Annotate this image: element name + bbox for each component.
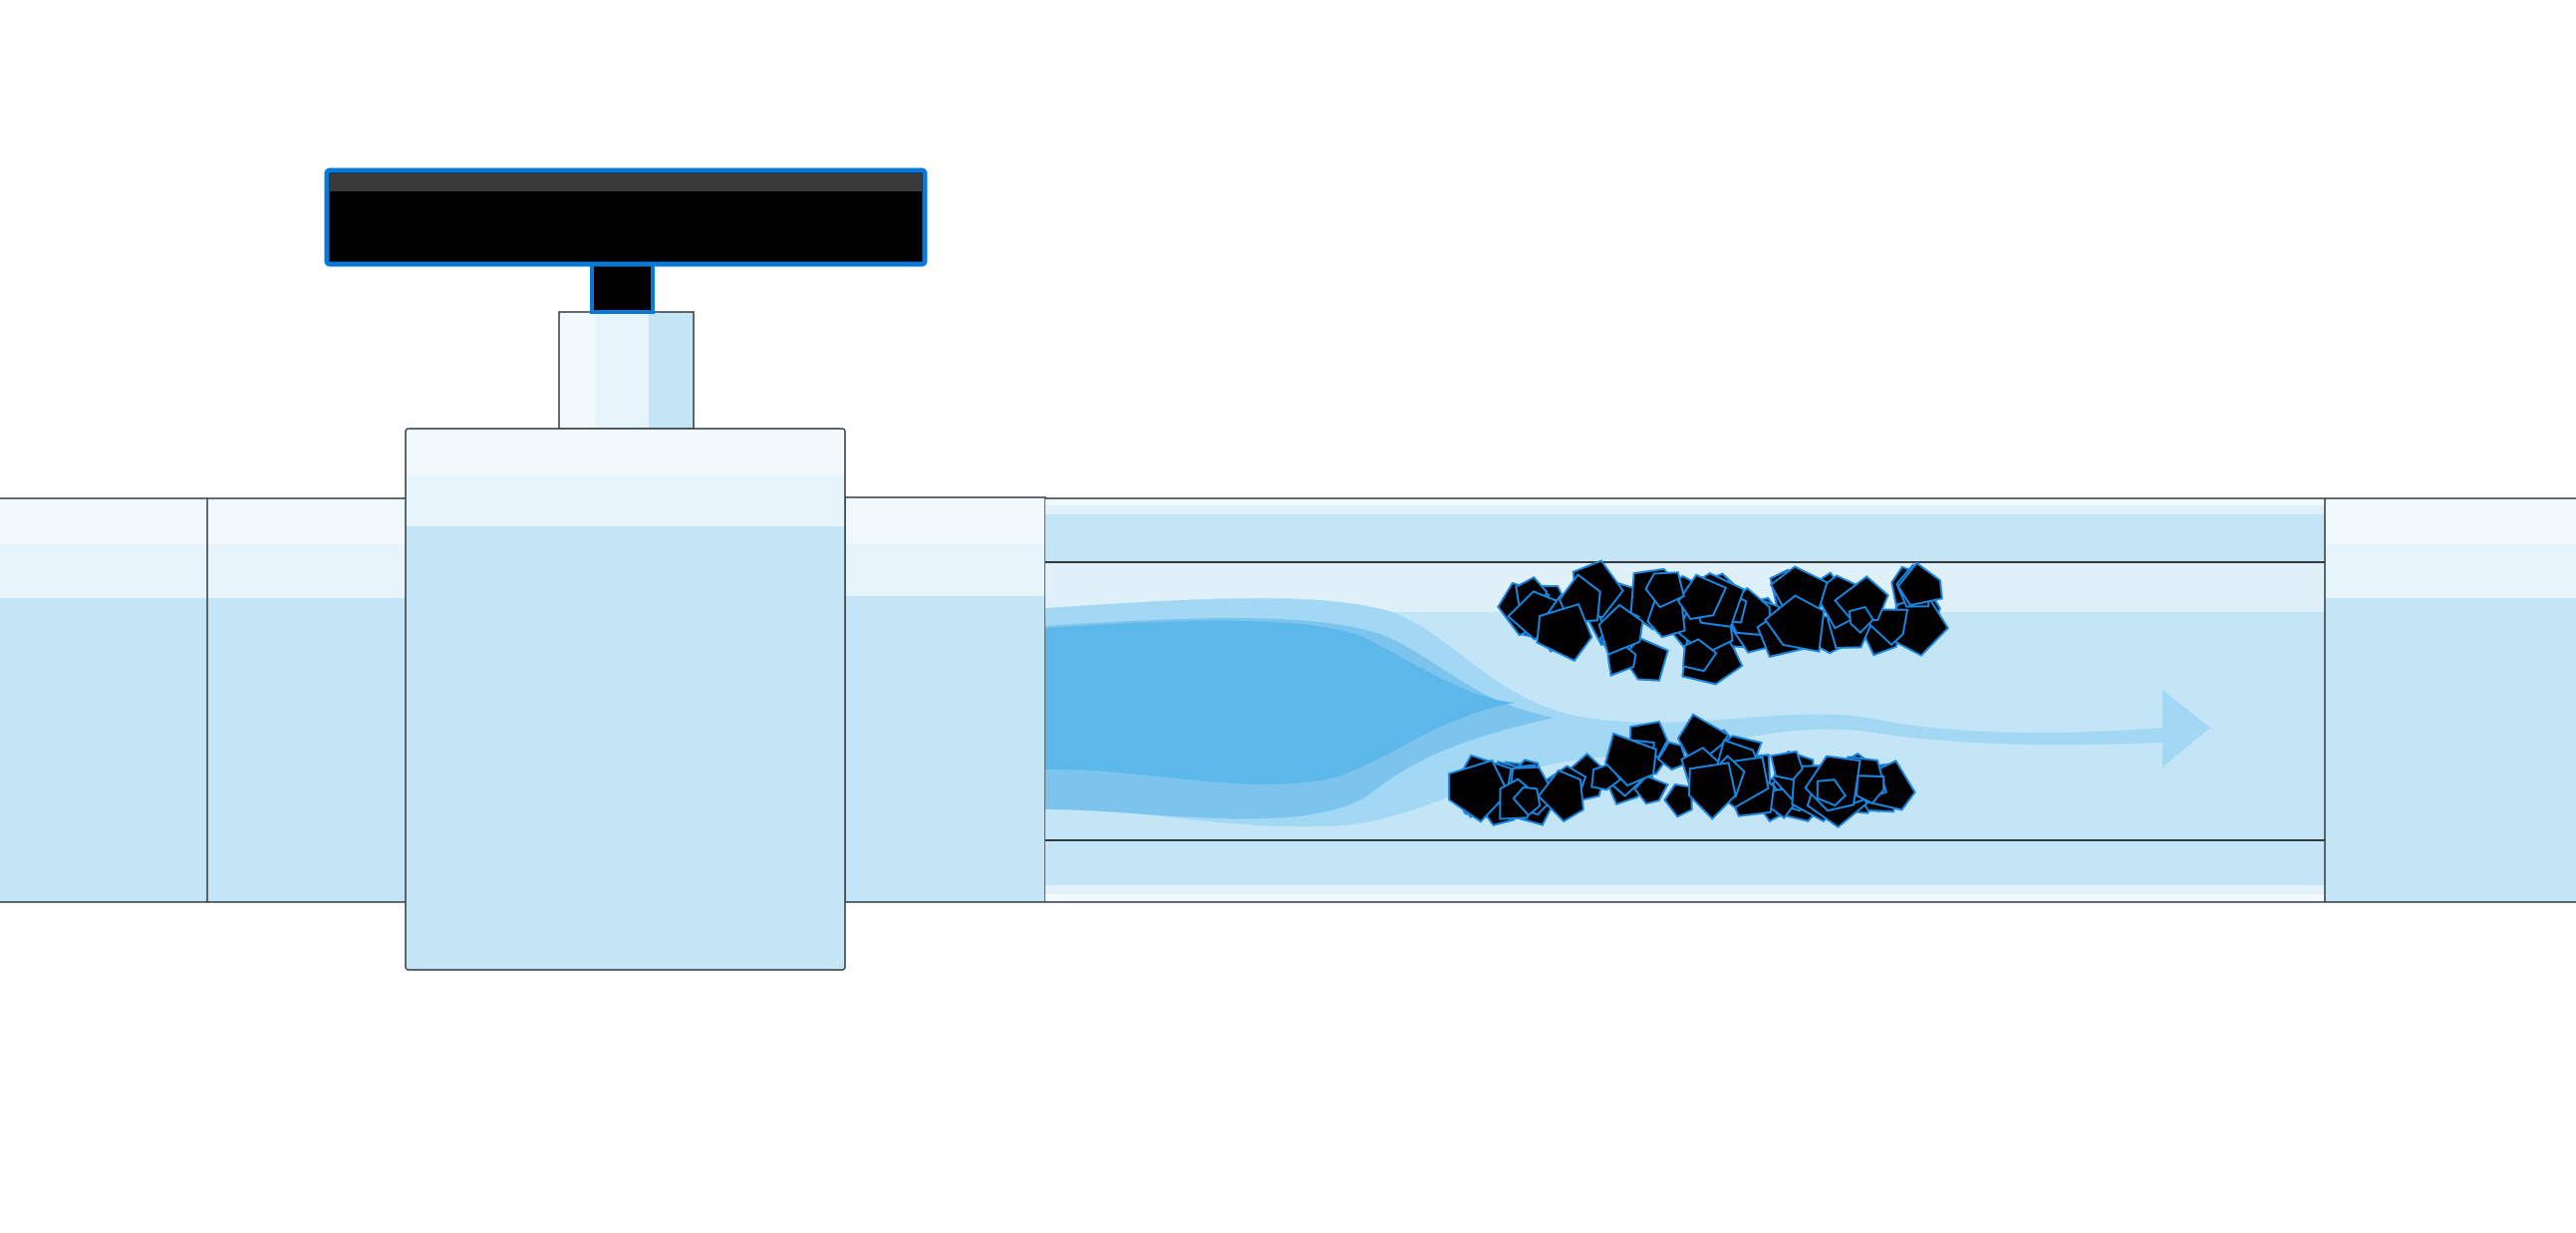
debris-icon [1769, 750, 1804, 781]
debris-icon [1603, 732, 1657, 787]
debris-icon [1537, 769, 1584, 823]
valve-stem [590, 262, 655, 314]
debris-icon [1764, 594, 1826, 653]
clogged-pipe-section [1045, 497, 2325, 903]
debris-icon [1597, 603, 1644, 656]
valve [324, 167, 928, 971]
debris-icon [1896, 561, 1943, 607]
debris-icon [1512, 785, 1542, 817]
debris-icon [1687, 762, 1737, 820]
debris-icon [1536, 602, 1593, 663]
debris-icon [1848, 605, 1874, 634]
debris-icon [1633, 774, 1669, 805]
debris-icon [1681, 638, 1718, 673]
left-pipe [0, 497, 406, 903]
debris-icon [1855, 774, 1885, 805]
debris-icon [1644, 571, 1685, 609]
valve-body [405, 428, 846, 971]
debris-icon [1816, 778, 1848, 807]
debris-cluster-bottom [1448, 713, 1916, 829]
debris-icon [1663, 782, 1693, 818]
water-flow [1045, 598, 2210, 827]
debris-cluster-top [1497, 559, 1950, 686]
flow-arrow-icon [2162, 690, 2210, 768]
right-pipe [2324, 497, 2576, 903]
debris-icon [1621, 636, 1669, 682]
valve-bonnet [558, 311, 695, 430]
valve-handle-icon[interactable] [324, 167, 928, 267]
valve-outlet-connector [844, 496, 1046, 903]
debris-icon [1656, 741, 1688, 771]
